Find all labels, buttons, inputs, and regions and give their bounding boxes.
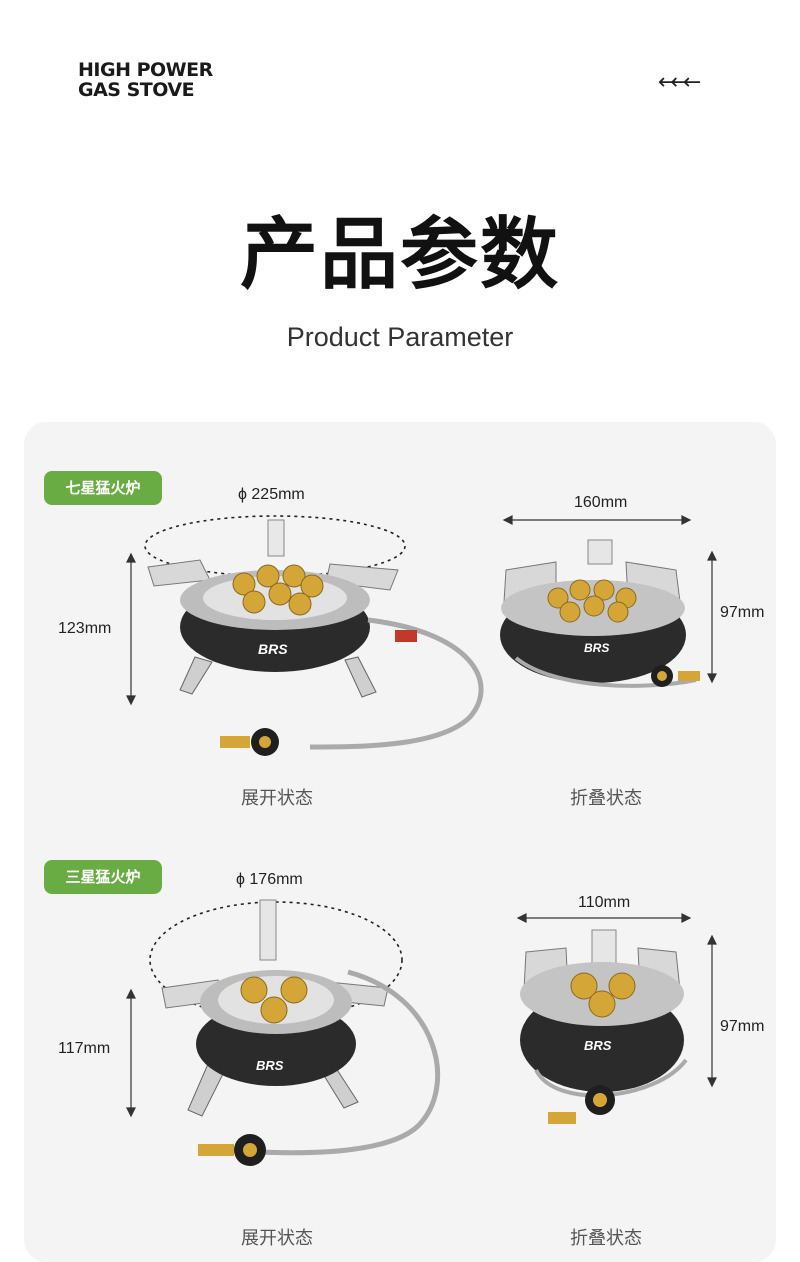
svg-text:BRS: BRS [584, 1038, 612, 1053]
three-burner-open-image: BRS [149, 899, 441, 1166]
seven-burner-open-image: BRS [144, 515, 484, 756]
state-open-three: 展开状态 [241, 1228, 313, 1249]
dim-height-folded-seven: 97mm [720, 604, 765, 621]
state-folded-three: 折叠状态 [570, 1228, 642, 1249]
svg-text:BRS: BRS [584, 641, 609, 655]
dim-diameter-three: ϕ 176mm [236, 871, 303, 888]
back-arrows-icon[interactable]: ←←← [658, 70, 701, 95]
dim-width-folded-three: 110mm [578, 894, 631, 911]
brand-title: HIGH POWER GAS STOVE [78, 60, 213, 100]
brand-line-2: GAS STOVE [78, 79, 195, 101]
state-open-seven: 展开状态 [241, 788, 313, 809]
dim-height-folded-three: 97mm [720, 1018, 765, 1035]
dim-height-open-seven: 123mm [58, 620, 112, 637]
svg-text:BRS: BRS [256, 1058, 284, 1073]
brs-logo: BRS [258, 641, 288, 657]
brand-line-1: HIGH POWER [78, 59, 213, 81]
seven-burner-folded-image: BRS [500, 539, 700, 688]
three-burner-folded-image: BRS [520, 929, 688, 1124]
tag-three-burner: 三星猛火炉 [44, 860, 162, 894]
parameter-card [24, 422, 776, 1262]
page-title-cn: 产品参数 [239, 210, 560, 300]
dim-width-folded-seven: 160mm [574, 494, 628, 511]
state-folded-seven: 折叠状态 [570, 788, 642, 809]
dim-diameter-seven: ϕ 225mm [238, 486, 305, 503]
tag-seven-burner: 七星猛火炉 [44, 471, 162, 505]
dim-height-open-three: 117mm [58, 1040, 111, 1057]
page-title-en: Product Parameter [286, 322, 514, 352]
